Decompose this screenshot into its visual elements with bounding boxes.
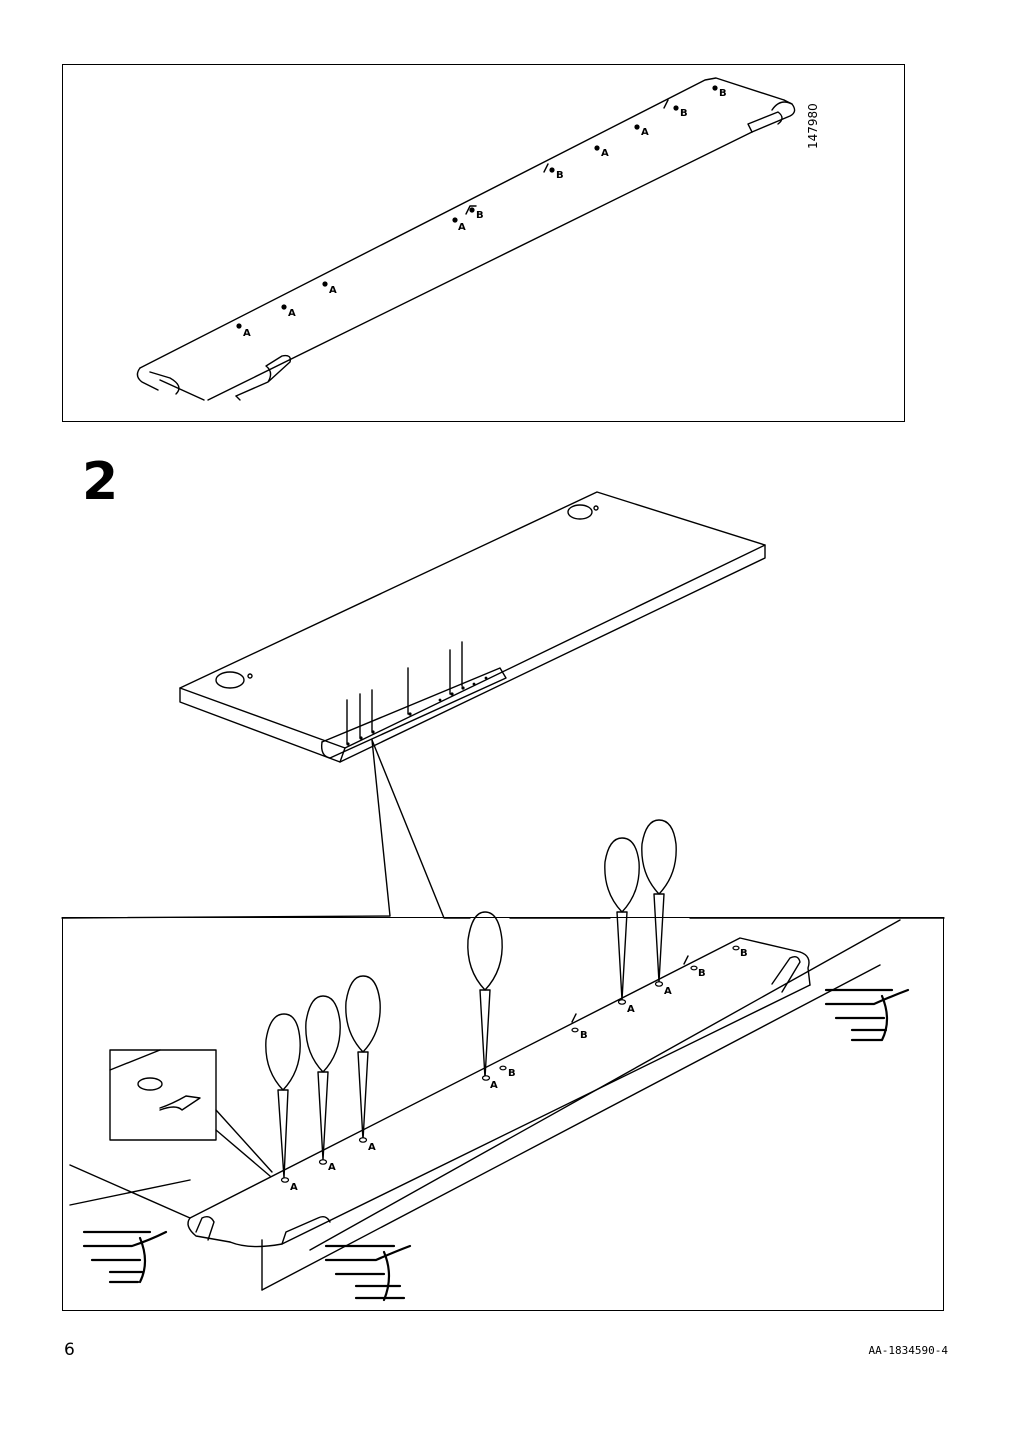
- label-b: B: [719, 88, 727, 99]
- page-number: 6: [64, 1340, 75, 1360]
- label-a: A: [664, 986, 672, 997]
- label-a: A: [329, 285, 337, 296]
- label-a: A: [458, 222, 466, 233]
- document-code: AA-1834590-4: [868, 1344, 948, 1357]
- label-b: B: [556, 170, 564, 181]
- label-a: A: [243, 328, 251, 339]
- hand-icons: [82, 988, 910, 1302]
- label-b: B: [680, 108, 688, 119]
- step-number: 2: [82, 452, 119, 512]
- label-b: B: [580, 1030, 588, 1041]
- detail-drawing: [69, 919, 901, 1291]
- awl-tools: [265, 819, 677, 1179]
- label-a: A: [288, 308, 296, 319]
- detail-panel: [62, 917, 944, 1311]
- label-a: A: [290, 1182, 298, 1193]
- hole-labels-detail: A A A A B B A A B B: [290, 948, 748, 1193]
- label-a: A: [601, 148, 609, 159]
- label-a: A: [490, 1080, 498, 1091]
- label-b: B: [698, 968, 706, 979]
- label-a: A: [328, 1162, 336, 1173]
- label-b: B: [508, 1068, 516, 1079]
- label-a: A: [641, 127, 649, 138]
- label-b: B: [476, 210, 484, 221]
- label-a: A: [627, 1004, 635, 1015]
- shelf-board-drawing: [61, 491, 945, 919]
- label-a: A: [368, 1142, 376, 1153]
- hole-markers-top: [236, 85, 718, 329]
- label-b: B: [740, 948, 748, 959]
- part-illustration-panel: [62, 64, 905, 422]
- rail-part-drawing: [136, 77, 796, 401]
- hole-labels-top: A A A A B B A A B B: [243, 88, 727, 339]
